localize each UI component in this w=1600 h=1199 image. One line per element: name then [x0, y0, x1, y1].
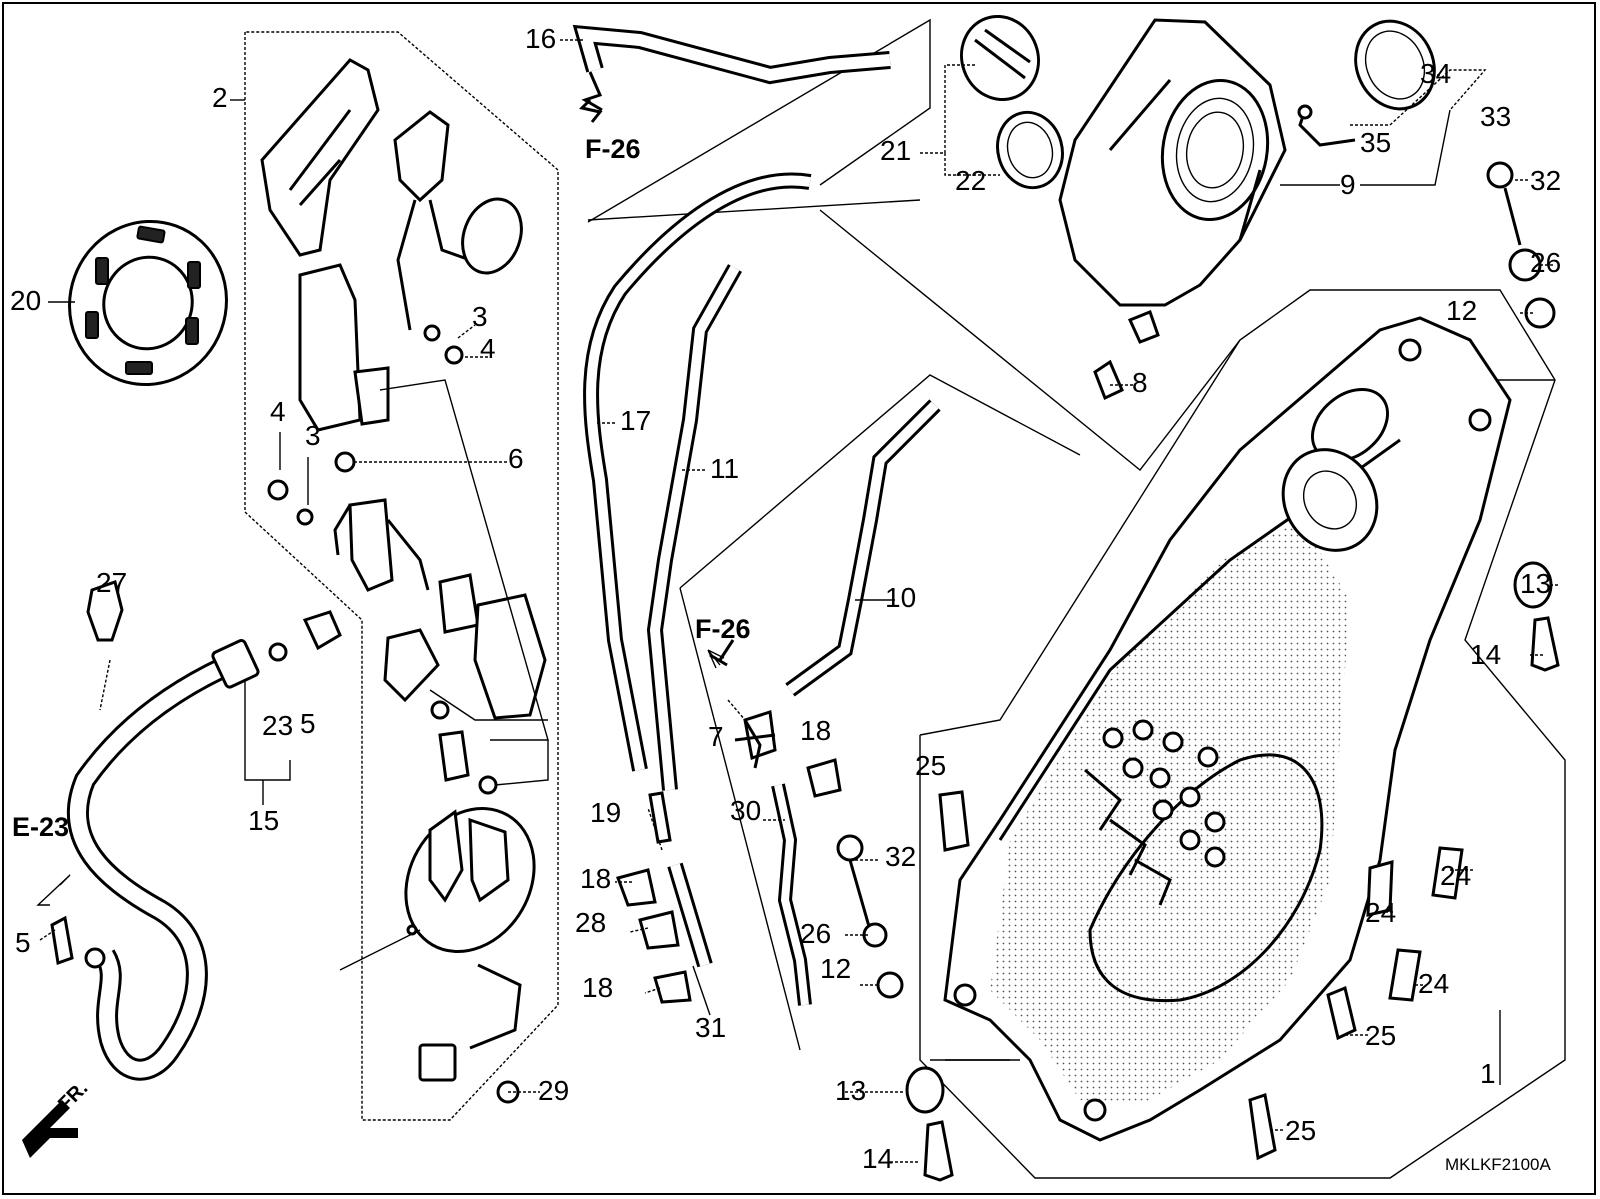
callout-24: 24 [1418, 968, 1449, 999]
callout-17: 17 [620, 405, 651, 436]
callout-3: 3 [305, 420, 321, 451]
callout-15: 15 [248, 805, 279, 836]
callout-21: 21 [880, 135, 911, 166]
callout-11: 11 [710, 453, 739, 484]
reference-f-26: F-26 [695, 614, 751, 644]
joints [734, 719, 776, 769]
part-20-plate [68, 219, 228, 387]
fuel-pump-assembly [260, 58, 547, 1104]
part-33-band [1297, 19, 1436, 147]
callout-3: 3 [472, 301, 488, 332]
callout-5: 5 [15, 927, 31, 958]
callout-14: 14 [1470, 639, 1501, 670]
part-21-filler-cap [960, 14, 1064, 190]
tank-dimples [1102, 719, 1226, 868]
callout-35: 35 [1360, 127, 1391, 158]
callout-25: 25 [1365, 1020, 1396, 1051]
callout-4: 4 [270, 396, 286, 427]
callout-27: 27 [96, 567, 127, 598]
callout-28: 28 [575, 907, 606, 938]
callout-18: 18 [800, 715, 831, 746]
callout-6: 6 [508, 443, 524, 474]
callout-29: 29 [538, 1075, 569, 1106]
callout-33: 33 [1480, 101, 1511, 132]
part-16-hose [572, 24, 891, 112]
reference-f-26: F-26 [585, 134, 641, 164]
callout-2: 2 [212, 82, 228, 113]
callout-25: 25 [1285, 1115, 1316, 1146]
callout-12: 12 [820, 953, 851, 984]
callout-25: 25 [915, 750, 946, 781]
callout-31: 31 [695, 1012, 726, 1043]
diagram-code: MKLKF2100A [1445, 1155, 1551, 1174]
leader-lines [39, 39, 1560, 1163]
callout-5: 5 [300, 708, 316, 739]
front-label: FR. [54, 1077, 92, 1115]
part-15-feed-hose [50, 580, 342, 1081]
callout-19: 19 [590, 797, 621, 828]
callout-32: 32 [1530, 165, 1561, 196]
callout-20: 20 [10, 285, 41, 316]
callout-18: 18 [582, 972, 613, 1003]
callout-9: 9 [1340, 169, 1356, 200]
callout-24: 24 [1440, 860, 1471, 891]
callout-14: 14 [862, 1143, 893, 1174]
callout-16: 16 [525, 23, 556, 54]
part-1-fuel-tank [943, 316, 1512, 1142]
breather-hoses [583, 172, 941, 1006]
callout-8: 8 [1132, 367, 1148, 398]
callout-13: 13 [1520, 568, 1551, 599]
callout-18: 18 [580, 863, 611, 894]
front-arrow-icon [22, 1100, 78, 1158]
part-32-bolt-top [1486, 161, 1556, 329]
arrows [22, 98, 725, 1158]
callout-23: 23 [262, 710, 293, 741]
callout-26: 26 [1530, 247, 1561, 278]
callout-4: 4 [480, 333, 496, 364]
small-parts-right [905, 561, 1560, 1182]
callout-32: 32 [885, 841, 916, 872]
reference-e-23: E-23 [12, 812, 69, 842]
callout-10: 10 [885, 582, 916, 613]
callout-24: 24 [1365, 897, 1396, 928]
callout-26: 26 [800, 918, 831, 949]
callout-22: 22 [955, 165, 986, 196]
part-9-filler-tray [1058, 18, 1287, 401]
callout-1: 1 [1480, 1058, 1496, 1089]
callout-30: 30 [730, 795, 761, 826]
callout-34: 34 [1420, 58, 1451, 89]
callout-12: 12 [1446, 295, 1477, 326]
callout-7: 7 [708, 721, 724, 752]
callout-13: 13 [835, 1075, 866, 1106]
